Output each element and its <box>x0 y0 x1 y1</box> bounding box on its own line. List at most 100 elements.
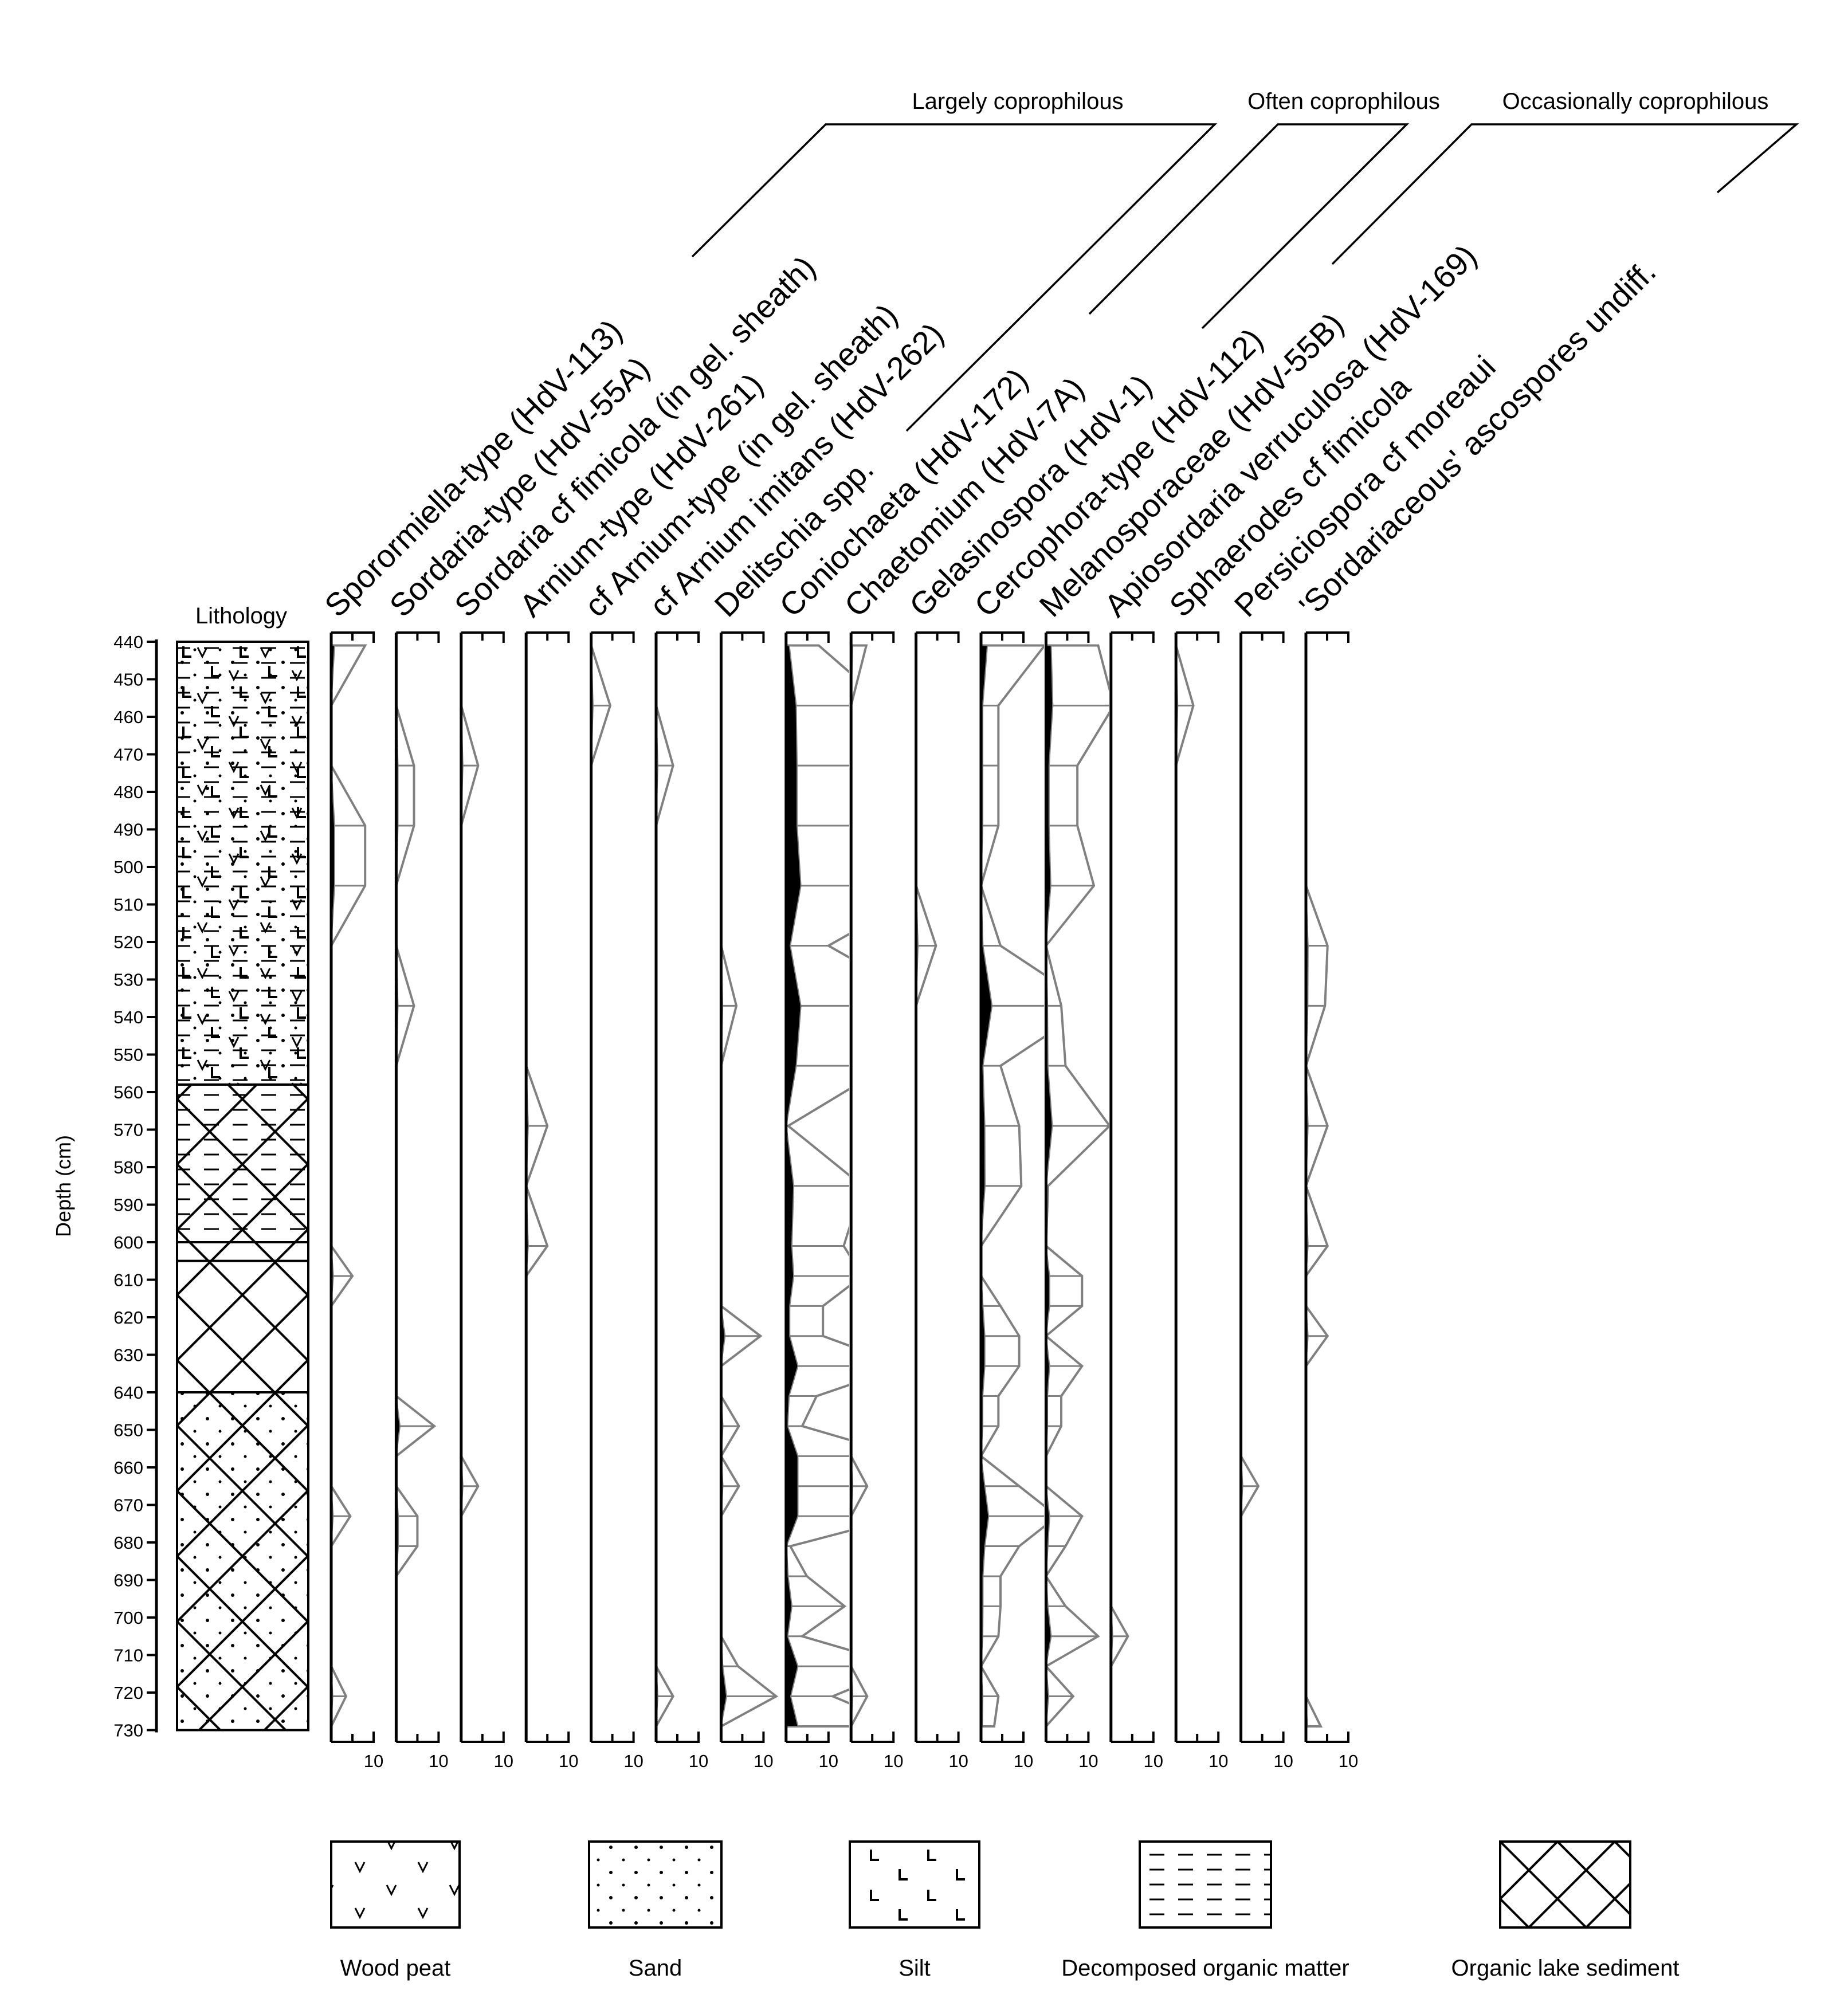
curve-group <box>1306 645 1329 1728</box>
depth-tick-label: 480 <box>113 782 143 802</box>
bottom-scale <box>1111 1732 1155 1743</box>
bottom-scale <box>591 1732 635 1743</box>
top-scale <box>1176 631 1220 643</box>
scale-label: 10 <box>884 1751 903 1771</box>
depth-tick-label: 440 <box>113 632 143 652</box>
legend-item-silt: Silt <box>849 1840 980 1981</box>
bottom-scale <box>786 1732 830 1743</box>
scale-label: 10 <box>1209 1751 1228 1771</box>
top-scale <box>1046 631 1090 643</box>
depth-tick-label: 680 <box>113 1533 143 1553</box>
top-scale <box>656 631 700 643</box>
depth-tick-label: 520 <box>113 932 143 952</box>
exaggerated-curve <box>721 645 779 1728</box>
lithology-unit <box>176 641 309 1086</box>
bottom-scale <box>396 1732 440 1743</box>
group-label: Occasionally coprophilous <box>1502 89 1769 114</box>
depth-tick-label: 720 <box>113 1683 143 1703</box>
legend-label: Organic lake sediment <box>1451 1956 1680 1981</box>
bracket-line <box>1088 123 1410 329</box>
legend-item-wood: Wood peat <box>330 1840 461 1981</box>
top-scale <box>396 631 440 643</box>
bottom-scale <box>916 1732 960 1743</box>
value-silhouette <box>721 645 728 1727</box>
depth-tick-label: 510 <box>113 895 143 915</box>
unit-border <box>176 1391 309 1732</box>
group-bracket: Largely coprophilous <box>691 89 1218 432</box>
exaggerated-curve <box>1111 645 1129 1726</box>
bottom-scale <box>981 1732 1025 1743</box>
scale-label: 10 <box>1273 1751 1293 1771</box>
depth-tick-label: 590 <box>113 1195 143 1215</box>
bottom-scale <box>1306 1732 1349 1743</box>
legend-item-decomposed: Decomposed organic matter <box>1061 1840 1349 1981</box>
depth-tick-label: 660 <box>113 1458 143 1478</box>
decomposed-pattern <box>177 1084 308 1242</box>
curve-group <box>851 644 869 1727</box>
depth-tick-label: 550 <box>113 1045 143 1065</box>
scale-label: 10 <box>623 1751 643 1771</box>
legend-swatch <box>1499 1840 1631 1929</box>
exaggerated-curve <box>396 645 437 1726</box>
curve-group <box>1111 645 1129 1726</box>
top-scale <box>461 631 505 643</box>
curve-group <box>1176 645 1195 1726</box>
bottom-scale <box>851 1732 895 1743</box>
exaggerated-curve <box>461 645 480 1726</box>
curve-group <box>591 645 611 1726</box>
value-silhouette <box>1046 645 1054 1727</box>
lithology-unit <box>176 1391 309 1732</box>
exaggerated-curve <box>591 645 611 1726</box>
lithology-unit <box>176 1241 309 1262</box>
lake-pattern <box>177 1261 308 1392</box>
depth-axis-label: Depth (cm) <box>52 1135 75 1237</box>
scale-label: 10 <box>494 1751 513 1771</box>
top-scale <box>331 631 375 643</box>
sand-pattern <box>177 642 308 1085</box>
depth-axis: 4404504604704804905005105205305405505605… <box>113 632 158 1741</box>
exaggerated-curve <box>1306 645 1329 1728</box>
depth-tick-label: 460 <box>113 707 143 727</box>
lake-pattern <box>177 1242 308 1261</box>
exaggerated-curve <box>331 644 367 1727</box>
legend-item-sand: Sand <box>588 1840 723 1981</box>
depth-tick-label: 580 <box>113 1157 143 1177</box>
legend-swatch <box>330 1840 461 1929</box>
curve-group <box>461 645 480 1726</box>
bottom-scale <box>526 1732 570 1743</box>
top-scale <box>786 631 830 643</box>
scale-label: 10 <box>948 1751 968 1771</box>
depth-tick-label: 670 <box>113 1495 143 1516</box>
sand-pattern <box>177 1392 308 1730</box>
depth-tick-label: 560 <box>113 1082 143 1102</box>
scale-label: 10 <box>1078 1751 1098 1771</box>
depth-tick-label: 650 <box>113 1420 143 1440</box>
ecological-groups: Largely coprophilous Often coprophilous Oc… <box>691 89 1799 432</box>
depth-tick-label: 470 <box>113 745 143 765</box>
scale-label: 10 <box>559 1751 578 1771</box>
top-scale <box>916 631 960 643</box>
curve-group <box>786 644 849 1728</box>
exaggerated-curve <box>851 644 869 1727</box>
top-scale <box>591 631 635 643</box>
legend-label: Decomposed organic matter <box>1061 1956 1349 1981</box>
lithology-title: Lithology <box>195 603 287 629</box>
lithology-unit <box>176 1259 309 1393</box>
legend-swatch <box>1139 1840 1272 1929</box>
depth-tick-label: 600 <box>113 1232 143 1253</box>
scale-label: 10 <box>1144 1751 1163 1771</box>
depth-tick-label: 540 <box>113 1007 143 1027</box>
depth-tick-label: 730 <box>113 1721 143 1741</box>
exaggerated-curve <box>1046 644 1109 1728</box>
group-bracket: Occasionally coprophilous <box>1331 89 1799 265</box>
curve-group <box>916 645 937 1726</box>
group-label: Often coprophilous <box>1247 89 1440 114</box>
exaggerated-curve <box>916 645 937 1726</box>
top-scale <box>1241 631 1285 643</box>
lithology-column <box>176 641 309 1732</box>
depth-tick-label: 530 <box>113 970 143 990</box>
scale-label: 10 <box>429 1751 448 1771</box>
exaggerated-curve <box>526 645 549 1726</box>
